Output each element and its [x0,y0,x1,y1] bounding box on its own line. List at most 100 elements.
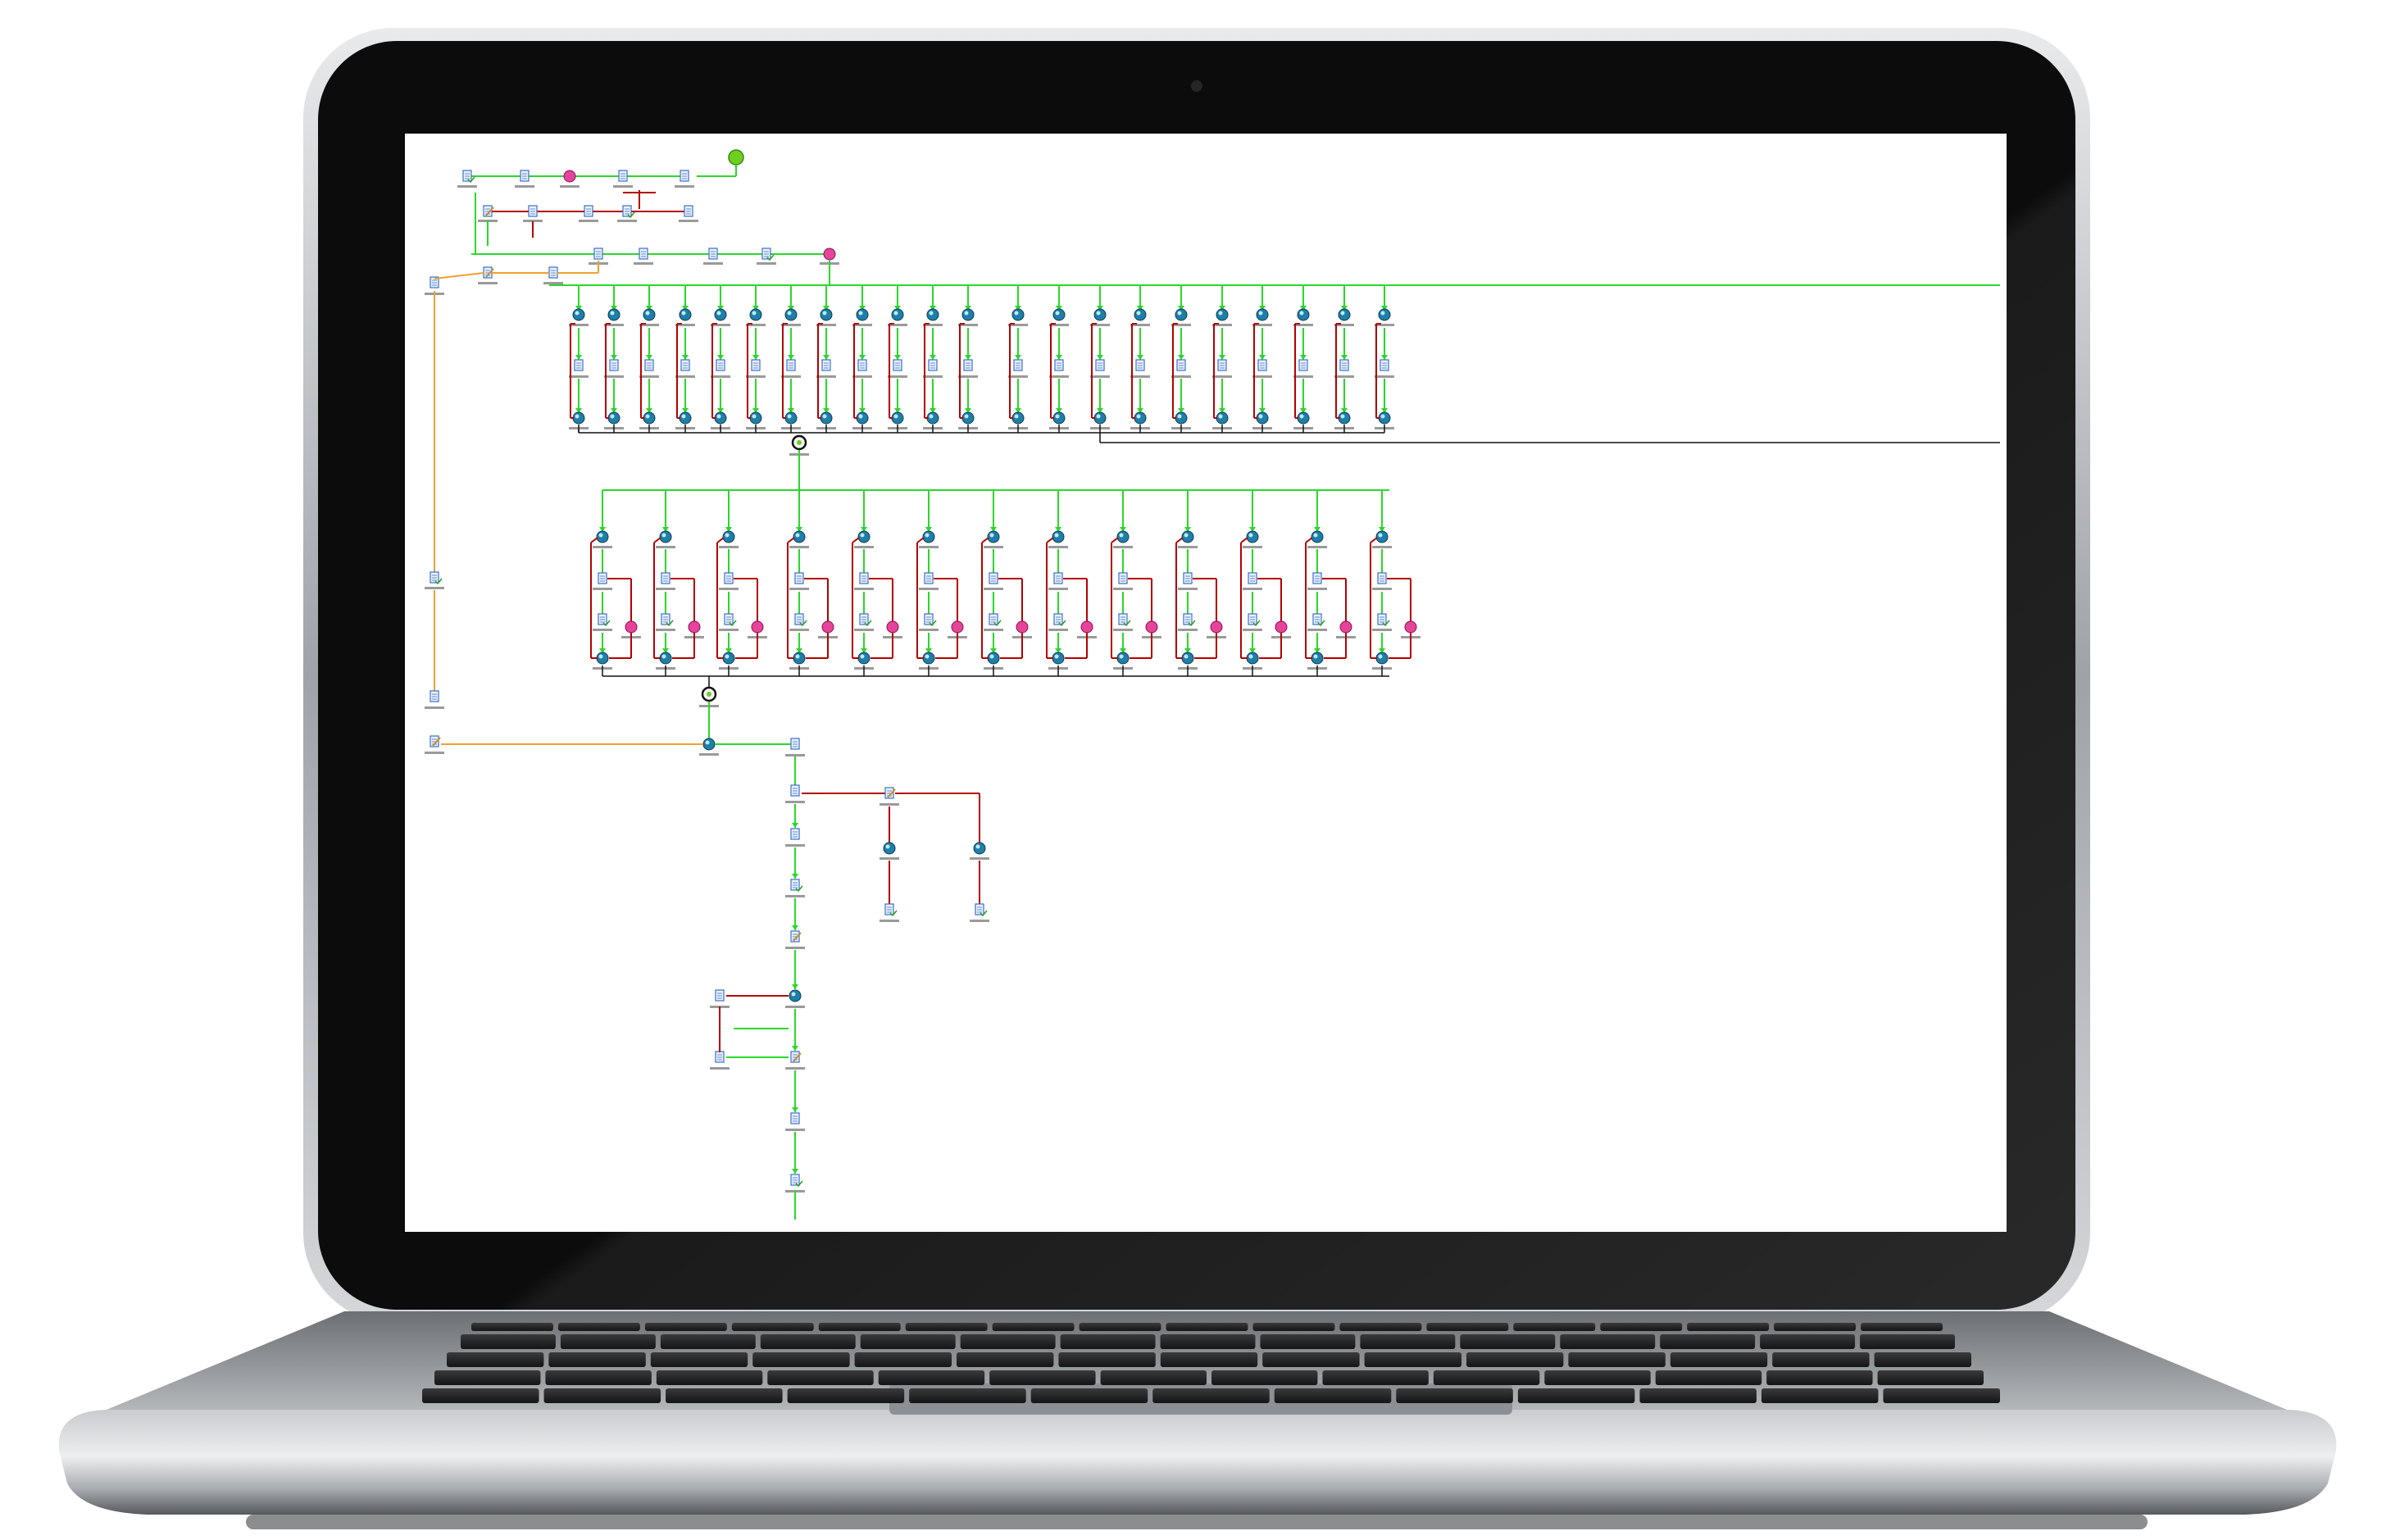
file-icon[interactable] [684,205,693,217]
keyboard-key[interactable] [1687,1323,1770,1331]
edit-icon[interactable] [884,787,896,799]
file-icon[interactable] [1183,572,1193,584]
file-icon[interactable] [1135,359,1145,371]
file-icon[interactable] [715,1051,725,1063]
file-icon[interactable] [1248,572,1257,584]
keyboard-key[interactable] [1568,1352,1666,1367]
service-circle-icon[interactable] [1116,530,1130,543]
service-circle-icon[interactable] [987,530,1000,543]
file-icon[interactable] [786,359,796,371]
service-circle-icon[interactable] [961,308,975,321]
service-circle-icon[interactable] [987,652,1000,665]
file-icon[interactable] [1298,359,1308,371]
keyboard-key[interactable] [422,1388,539,1403]
file-check-icon[interactable] [1248,613,1261,627]
file-check-icon[interactable] [430,571,443,585]
keyboard-key[interactable] [557,1323,640,1331]
service-circle-icon[interactable] [856,411,869,425]
service-circle-icon[interactable] [1052,308,1066,321]
file-check-icon[interactable] [790,879,803,893]
service-circle-icon[interactable] [891,308,904,321]
service-circle-icon[interactable] [607,411,620,425]
file-check-icon[interactable] [975,903,988,917]
keyboard-key[interactable] [1322,1370,1429,1385]
error-circle-icon[interactable] [821,620,834,634]
keyboard-key[interactable] [545,1370,652,1385]
file-icon[interactable] [1013,359,1023,371]
file-check-icon[interactable] [859,613,872,627]
file-check-icon[interactable] [462,170,475,184]
keyboard-key[interactable] [992,1323,1075,1331]
service-circle-icon[interactable] [572,411,585,425]
file-icon[interactable] [715,989,725,1002]
keyboard-key[interactable] [1364,1352,1461,1367]
service-circle-icon[interactable] [1175,411,1188,425]
service-circle-icon[interactable] [1297,411,1310,425]
keyboard-key[interactable] [1433,1370,1540,1385]
keyboard-key[interactable] [471,1323,553,1331]
file-icon[interactable] [680,170,689,182]
error-circle-icon[interactable] [751,620,764,634]
service-circle-icon[interactable] [784,411,798,425]
service-circle-icon[interactable] [1375,530,1389,543]
keyboard-key[interactable] [461,1334,556,1349]
keyboard-key[interactable] [1160,1334,1256,1349]
edit-icon[interactable] [483,205,494,217]
file-icon[interactable] [430,690,439,702]
keyboard-key[interactable] [1883,1388,2000,1403]
keyboard-key[interactable] [1060,1334,1156,1349]
keyboard-key[interactable] [660,1334,756,1349]
edit-icon[interactable] [430,735,441,747]
file-icon[interactable] [821,359,831,371]
service-circle-icon[interactable] [1175,308,1188,321]
service-circle-icon[interactable] [1093,308,1107,321]
keyboard-key[interactable] [1560,1334,1656,1349]
keyboard-key[interactable] [1152,1388,1270,1403]
keyboard-key[interactable] [752,1352,850,1367]
file-check-icon[interactable] [794,613,807,627]
service-circle-icon[interactable] [659,652,672,665]
keyboard-key[interactable] [434,1370,541,1385]
service-circle-icon[interactable] [714,308,727,321]
file-check-icon[interactable] [661,613,674,627]
file-check-icon[interactable] [924,613,937,627]
file-icon[interactable] [794,572,804,584]
service-circle-icon[interactable] [1297,308,1310,321]
file-icon[interactable] [928,359,938,371]
keyboard-key[interactable] [1274,1388,1392,1403]
service-circle-icon[interactable] [1311,530,1324,543]
service-circle-icon[interactable] [789,989,802,1002]
keyboard-key[interactable] [656,1370,763,1385]
error-circle-icon[interactable] [563,170,576,183]
service-circle-icon[interactable] [1116,652,1130,665]
keyboard-key[interactable] [1760,1334,1856,1349]
service-circle-icon[interactable] [1052,652,1065,665]
keyboard-key[interactable] [787,1388,905,1403]
file-icon[interactable] [593,248,603,260]
service-circle-icon[interactable] [607,308,620,321]
error-circle-icon[interactable] [625,620,638,634]
service-circle-icon[interactable] [856,308,869,321]
keyboard-key[interactable] [767,1370,874,1385]
error-circle-icon[interactable] [1210,620,1223,634]
service-circle-icon[interactable] [784,308,798,321]
file-icon[interactable] [584,205,593,217]
file-icon[interactable] [661,572,670,584]
file-icon[interactable] [893,359,902,371]
service-circle-icon[interactable] [596,652,609,665]
file-check-icon[interactable] [598,613,611,627]
service-circle-icon[interactable] [1216,308,1229,321]
service-circle-icon[interactable] [857,530,870,543]
file-check-icon[interactable] [1377,613,1390,627]
file-icon[interactable] [963,359,973,371]
keyboard-key[interactable] [1396,1388,1513,1403]
keyboard-key[interactable] [1100,1370,1207,1385]
merge-circle-icon[interactable] [701,686,717,702]
keyboard-key[interactable] [818,1323,901,1331]
file-icon[interactable] [924,572,934,584]
keyboard-key[interactable] [1360,1334,1456,1349]
file-icon[interactable] [790,1112,800,1124]
keyboard-key[interactable] [543,1388,661,1403]
service-circle-icon[interactable] [973,842,986,855]
service-circle-icon[interactable] [643,411,656,425]
